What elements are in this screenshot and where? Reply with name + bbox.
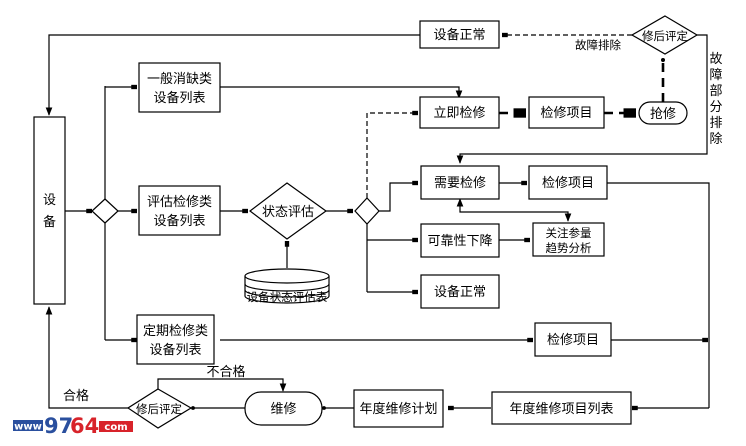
equipment-label-char: 设 [43,193,56,208]
general-defect-list-line1: 一般消缺类 [147,71,212,87]
label-fault-cleared: 故障排除 [575,38,621,52]
node-repair-items-bottom[interactable]: 检修项目 [534,322,612,357]
node-need-repair[interactable]: 需要检修 [420,165,500,200]
edge-eval-unqualified-loop [157,378,287,392]
param-trend-line1: 关注参量 [546,226,592,240]
watermark-com: com [104,422,127,433]
state-assessment-table-label: 设备状态评估表 [247,290,328,304]
repair-items-top-label: 检修项目 [540,106,592,121]
annual-plan-label: 年度维修计划 [359,401,437,417]
assessment-decision-gateway[interactable] [354,197,380,225]
equipment-normal-mid-label: 设备正常 [434,284,486,300]
node-equipment-normal-top[interactable]: 设备正常 [419,20,500,49]
label-fault-partial-char-6: 除 [709,132,722,147]
edge-decision-to-need-repair [379,180,418,212]
node-param-trend[interactable]: 关注参量 趋势分析 [532,222,605,257]
edge-partial-fault-to-need-repair [456,34,708,164]
watermark-num-red: 64 [70,414,99,438]
param-trend-line2: 趋势分析 [546,241,592,255]
post-repair-eval-top-label: 修后评定 [642,29,688,43]
edge-dot [661,58,665,62]
edges [45,32,710,411]
equipment-normal-top-label: 设备正常 [433,27,485,43]
state-assessment-label: 状态评估 [262,205,314,220]
node-immediate-repair[interactable]: 立即检修 [419,96,500,129]
node-annual-plan[interactable]: 年度维修计划 [353,389,444,428]
watermark-www: www [14,422,42,433]
label-fault-partial-char-5: 排 [709,116,722,131]
node-reliability-decline[interactable]: 可靠性下降 [420,223,500,258]
assessment-list-line2: 设备列表 [153,213,205,229]
equipment-label-1: 设备 [43,193,56,230]
label-fault-partial-char-2: 障 [709,68,722,83]
label-fault-partial-char-4: 分 [709,100,722,115]
node-general-defect-list[interactable]: 一般消缺类 设备列表 [138,62,221,113]
watermark-logo: www 97 64 com [13,414,133,438]
immediate-repair-label: 立即检修 [433,106,485,121]
repair-items-mid-label: 检修项目 [542,176,594,191]
emergency-repair-label: 抢修 [650,106,676,122]
edge-normal-to-equipment [45,34,420,116]
post-repair-eval-bottom-label: 修后评定 [136,402,182,416]
label-fault-partially-cleared: 故 障 部 分 排 除 [709,52,722,147]
label-unqualified: 不合格 [206,364,245,380]
assessment-list-line1: 评估检修类 [147,195,212,210]
node-annual-item-list[interactable]: 年度维修项目列表 [491,391,632,425]
node-post-repair-eval-bottom[interactable]: 修后评定 [126,388,193,429]
node-maintenance[interactable]: 维修 [244,391,323,426]
node-equipment[interactable]: 设备 [33,116,66,305]
edge-eval-qualified-to-equipment [45,306,128,409]
general-defect-list-line2: 设备列表 [153,90,205,106]
watermark-num-blue: 97 [44,414,73,438]
maintenance-label: 维修 [270,402,296,417]
watermark-com-bg [99,421,133,432]
label-fault-partial-char-3: 部 [709,84,722,99]
edge-general-to-immediate [220,86,463,99]
watermark-www-bg [13,420,43,431]
node-repair-items-mid[interactable]: 检修项目 [528,165,608,200]
annual-item-list-label: 年度维修项目列表 [509,401,613,417]
node-repair-items-top[interactable]: 检修项目 [528,96,605,129]
node-emergency-repair[interactable]: 抢修 [638,101,688,125]
label-qualified: 合格 [63,388,89,404]
node-equipment-normal-mid[interactable]: 设备正常 [420,274,500,309]
reliability-decline-label: 可靠性下降 [427,234,492,249]
label-fault-partial-char-1: 故 [709,52,722,67]
node-state-assessment[interactable]: 状态评估 [249,182,328,240]
edge-items-mid-to-trunk [607,182,710,408]
edge-decision-to-immediate [366,110,418,198]
periodic-list-line1: 定期检修类 [143,324,208,339]
repair-items-bottom-label: 检修项目 [547,333,599,348]
edge-need-repair-to-trend [456,198,572,222]
split-gateway[interactable] [91,198,119,224]
node-assessment-list[interactable]: 评估检修类 设备列表 [138,185,221,236]
node-state-assessment-table[interactable]: 设备状态评估表 [244,268,330,304]
node-periodic-list[interactable]: 定期检修类 设备列表 [136,314,215,365]
need-repair-label: 需要检修 [434,176,486,191]
node-post-repair-eval-top[interactable]: 修后评定 [630,15,699,55]
periodic-list-line2: 设备列表 [149,342,201,358]
equipment-label-char: 备 [43,214,56,230]
